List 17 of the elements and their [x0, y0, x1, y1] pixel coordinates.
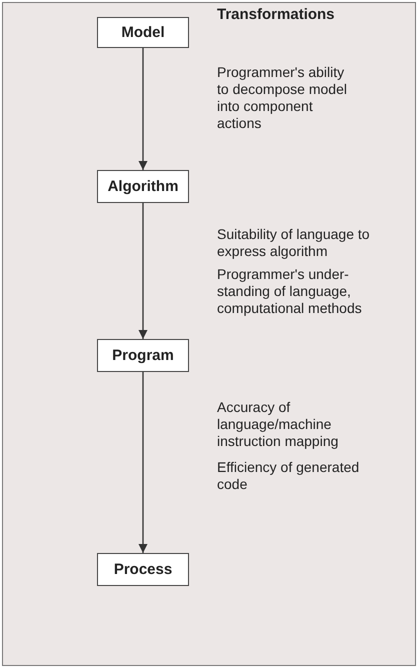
note: Programmer's ability to decompose model into component actions	[217, 64, 348, 132]
heading: Transformations	[217, 6, 335, 23]
box-label: Algorithm	[108, 178, 178, 195]
process-box	[97, 339, 189, 372]
note: Accuracy of language/machine instruction mapping	[217, 399, 340, 450]
note: Programmer's under-standing of language, computational methods	[217, 266, 363, 317]
arrow	[138, 203, 148, 339]
box-label: Program	[112, 347, 174, 364]
process-box	[97, 553, 189, 586]
box-label: Model	[121, 24, 165, 41]
process-box	[97, 17, 189, 48]
note: Suitability of language to express algorithm	[217, 226, 371, 260]
note: Efficiency of generated code	[217, 459, 360, 493]
arrow	[138, 48, 148, 170]
box-label: Process	[114, 561, 172, 578]
process-box	[97, 170, 189, 203]
arrow	[138, 372, 148, 553]
